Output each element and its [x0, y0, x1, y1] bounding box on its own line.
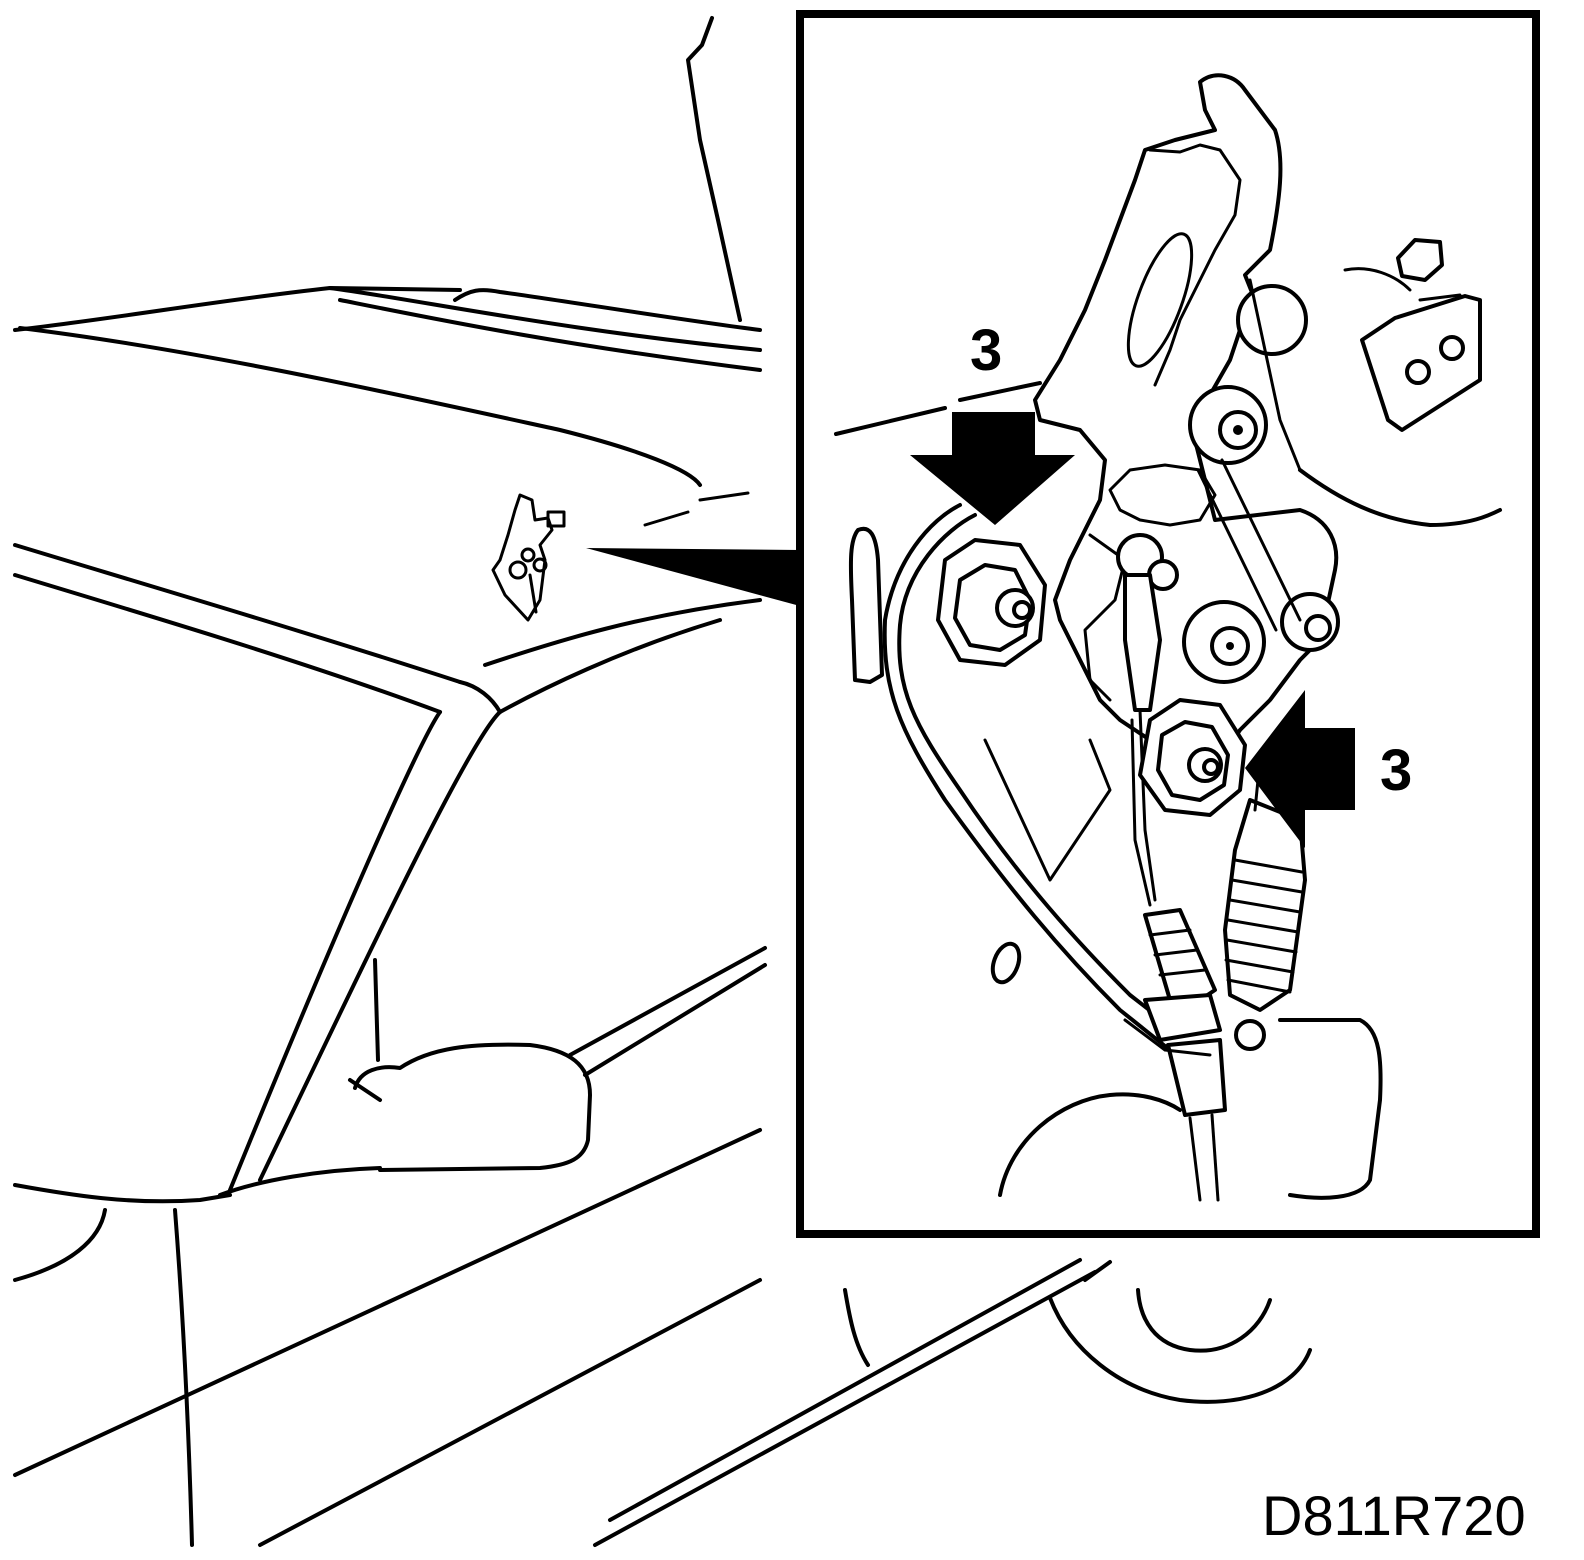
microswitch — [1343, 238, 1482, 432]
leader-pointer — [586, 548, 800, 606]
upper-nut — [936, 538, 1047, 667]
cable-end — [1116, 533, 1227, 1202]
upper-arrow — [910, 412, 1075, 525]
latch-on-car-icon — [491, 493, 566, 622]
lower-arrow — [1245, 690, 1355, 848]
rivet-mid-upper — [1188, 385, 1268, 465]
detail-inset: 3 3 — [796, 10, 1540, 1238]
rivet-top — [1236, 284, 1308, 356]
callout-label-lower: 3 — [1380, 738, 1412, 803]
rivet-center — [1182, 600, 1266, 684]
car-body — [13, 16, 1312, 1547]
lower-nut — [1138, 698, 1247, 817]
callout-label-upper: 3 — [970, 318, 1002, 383]
rivet-right — [1280, 592, 1340, 652]
return-spring — [1223, 758, 1307, 1051]
figure-code: D811R720 — [1262, 1484, 1526, 1547]
